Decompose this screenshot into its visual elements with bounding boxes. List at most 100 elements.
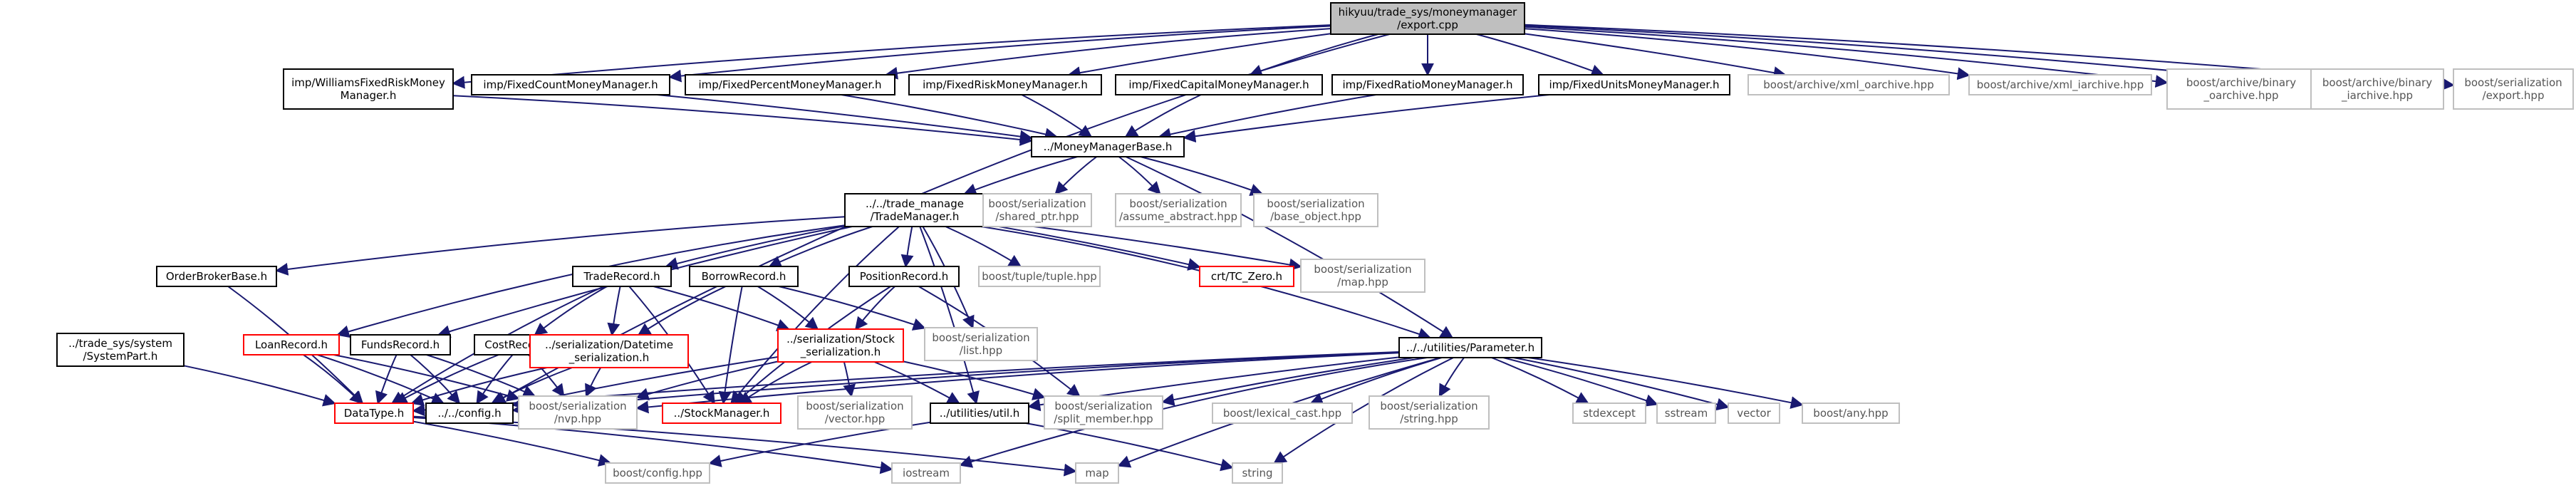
node-label: imp/FixedRatioMoneyManager.h: [1342, 78, 1512, 91]
node-label: /list.hpp: [960, 344, 1002, 357]
node-borrowrecord[interactable]: BorrowRecord.h: [689, 266, 799, 287]
edge-parameter-to-iostream: [959, 357, 1428, 468]
node-label: boost/archive/binary: [2322, 76, 2432, 89]
node-box: [2310, 68, 2444, 110]
edge-ser_stock-to-ser_vector: [843, 361, 856, 398]
edge-loanrecord-to-config: [317, 354, 445, 405]
node-ser-export: boost/serialization/export.hpp: [2453, 68, 2574, 110]
node-fundsrecord[interactable]: FundsRecord.h: [350, 334, 451, 355]
edge-parameter-to-any: [1528, 357, 1804, 409]
node-box: [1199, 266, 1294, 287]
edge-traderecord-to-ser_datetime: [607, 286, 621, 336]
node-label: ../trade_sys/system: [68, 337, 172, 351]
node-label: _oarchive.hpp: [2203, 89, 2278, 103]
node-fixedrisk[interactable]: imp/FixedRiskMoneyManager.h: [908, 74, 1102, 95]
node-label: /assume_abstract.hpp: [1119, 210, 1237, 224]
node-ser-datetime[interactable]: ../serialization/Datetime_serialization.…: [529, 334, 689, 368]
edge-borrowrecord-to-ser_datetime: [637, 286, 727, 336]
node-box: [1300, 259, 1425, 293]
edge-parameter-to-ser_string: [1438, 357, 1465, 398]
node-label: boost/archive/xml_iarchive.hpp: [1977, 78, 2144, 92]
node-label: /shared_ptr.hpp: [995, 210, 1079, 224]
node-ser-stock[interactable]: ../serialization/Stock_serialization.h: [777, 328, 904, 363]
node-label: imp/FixedCapitalMoneyManager.h: [1128, 78, 1309, 91]
edge-borrowrecord-to-stockmanager: [718, 286, 743, 405]
edge-trademanager-to-positionrecord: [900, 226, 914, 268]
edge-fixedpercent-to-mmbase: [841, 94, 1058, 141]
node-datatype[interactable]: DataType.h: [334, 403, 414, 424]
node-fixedcapital[interactable]: imp/FixedCapitalMoneyManager.h: [1115, 74, 1323, 95]
node-box: [1331, 74, 1524, 95]
node-loanrecord[interactable]: LoanRecord.h: [243, 334, 340, 355]
edge-fixedcapital-to-mmbase: [1124, 94, 1202, 137]
node-box: [1968, 74, 2152, 95]
node-label: _serialization.h: [800, 346, 881, 359]
node-parameter[interactable]: ../../utilities/Parameter.h: [1398, 337, 1542, 358]
edge-export-to-fixedrisk: [1067, 33, 1331, 79]
node-label: boost/serialization: [1380, 400, 1477, 412]
node-label: ../serialization/Stock: [786, 333, 895, 346]
edge-parameter-to-string: [1273, 357, 1454, 464]
node-box: [283, 68, 454, 110]
node-box: [930, 403, 1029, 424]
node-boost-config: boost/config.hpp: [605, 462, 710, 484]
node-nvp: boost/serialization/nvp.hpp: [518, 395, 638, 430]
edge-export-to-xml_oarchive: [1524, 33, 1787, 79]
node-config[interactable]: ../../config.h: [425, 403, 514, 424]
node-traderecord[interactable]: TradeRecord.h: [572, 266, 672, 287]
node-mmbase[interactable]: ../MoneyManagerBase.h: [1031, 136, 1185, 157]
node-fixedratio[interactable]: imp/FixedRatioMoneyManager.h: [1331, 74, 1524, 95]
edge-ser_datetime-to-datatype: [410, 367, 548, 406]
node-label: FundsRecord.h: [361, 338, 440, 351]
node-positionrecord[interactable]: PositionRecord.h: [848, 266, 960, 287]
node-label: PositionRecord.h: [860, 270, 949, 283]
edge-mmbase-to-trademanager: [963, 156, 1078, 196]
node-orderbroker[interactable]: OrderBrokerBase.h: [156, 266, 277, 287]
node-fixedunits[interactable]: imp/FixedUnitsMoneyManager.h: [1538, 74, 1730, 95]
node-label: iostream: [903, 467, 950, 479]
edge-fixedunits-to-mmbase: [1183, 94, 1550, 143]
node-box: [1538, 74, 1730, 95]
node-util[interactable]: ../utilities/util.h: [930, 403, 1029, 424]
node-box: [1044, 395, 1163, 430]
node-trademanager[interactable]: ../../trade_manage/TradeManager.h: [844, 193, 985, 227]
node-box: [924, 327, 1038, 361]
node-crt-zero[interactable]: crt/TC_Zero.h: [1199, 266, 1294, 287]
node-map: map: [1075, 462, 1119, 484]
edge-ser_datetime-to-nvp: [585, 367, 602, 398]
node-stockmanager[interactable]: ../StockManager.h: [662, 403, 781, 424]
node-label: boost/serialization: [1129, 197, 1227, 210]
node-box: [908, 74, 1102, 95]
node-label: ../../config.h: [437, 407, 501, 420]
node-label: ../../trade_manage: [866, 197, 964, 211]
node-label: stdexcept: [1583, 407, 1636, 420]
node-fixedcount[interactable]: imp/FixedCountMoneyManager.h: [471, 74, 670, 95]
node-label: _serialization.h: [568, 351, 649, 365]
node-label: boost/serialization: [529, 400, 626, 412]
edge-fundsrecord-to-nvp: [426, 354, 536, 398]
edge-export-to-bin_oarchive: [1524, 26, 2169, 88]
node-label: boost/any.hpp: [1813, 407, 1888, 420]
node-box: [1115, 74, 1323, 95]
node-box: [1031, 136, 1185, 157]
edge-fundsrecord-to-config: [410, 354, 461, 405]
node-label: boost/config.hpp: [613, 467, 702, 479]
node-box: [848, 266, 960, 287]
node-shared-ptr: boost/serialization/shared_ptr.hpp: [982, 193, 1092, 227]
node-box: [982, 193, 1092, 227]
node-xml-iarchive: boost/archive/xml_iarchive.hpp: [1968, 74, 2152, 95]
node-label: /string.hpp: [1400, 412, 1458, 425]
node-label: DataType.h: [344, 407, 405, 420]
edge-traderecord-to-ser_stock: [653, 286, 790, 331]
edge-trademanager-to-ser_map: [984, 219, 1302, 271]
node-fixedpercent[interactable]: imp/FixedPercentMoneyManager.h: [685, 74, 895, 95]
edge-borrowrecord-to-ser_stock: [757, 286, 819, 331]
node-systempart[interactable]: ../trade_sys/system/SystemPart.h: [56, 333, 185, 367]
node-box: [797, 395, 913, 430]
edge-export-to-fixedpercent: [884, 28, 1331, 80]
edge-trademanager-to-crt_zero: [984, 223, 1201, 271]
node-label: ../StockManager.h: [674, 407, 770, 420]
edge-mmbase-to-assume_abstract: [1118, 156, 1161, 195]
node-box: [689, 266, 799, 287]
